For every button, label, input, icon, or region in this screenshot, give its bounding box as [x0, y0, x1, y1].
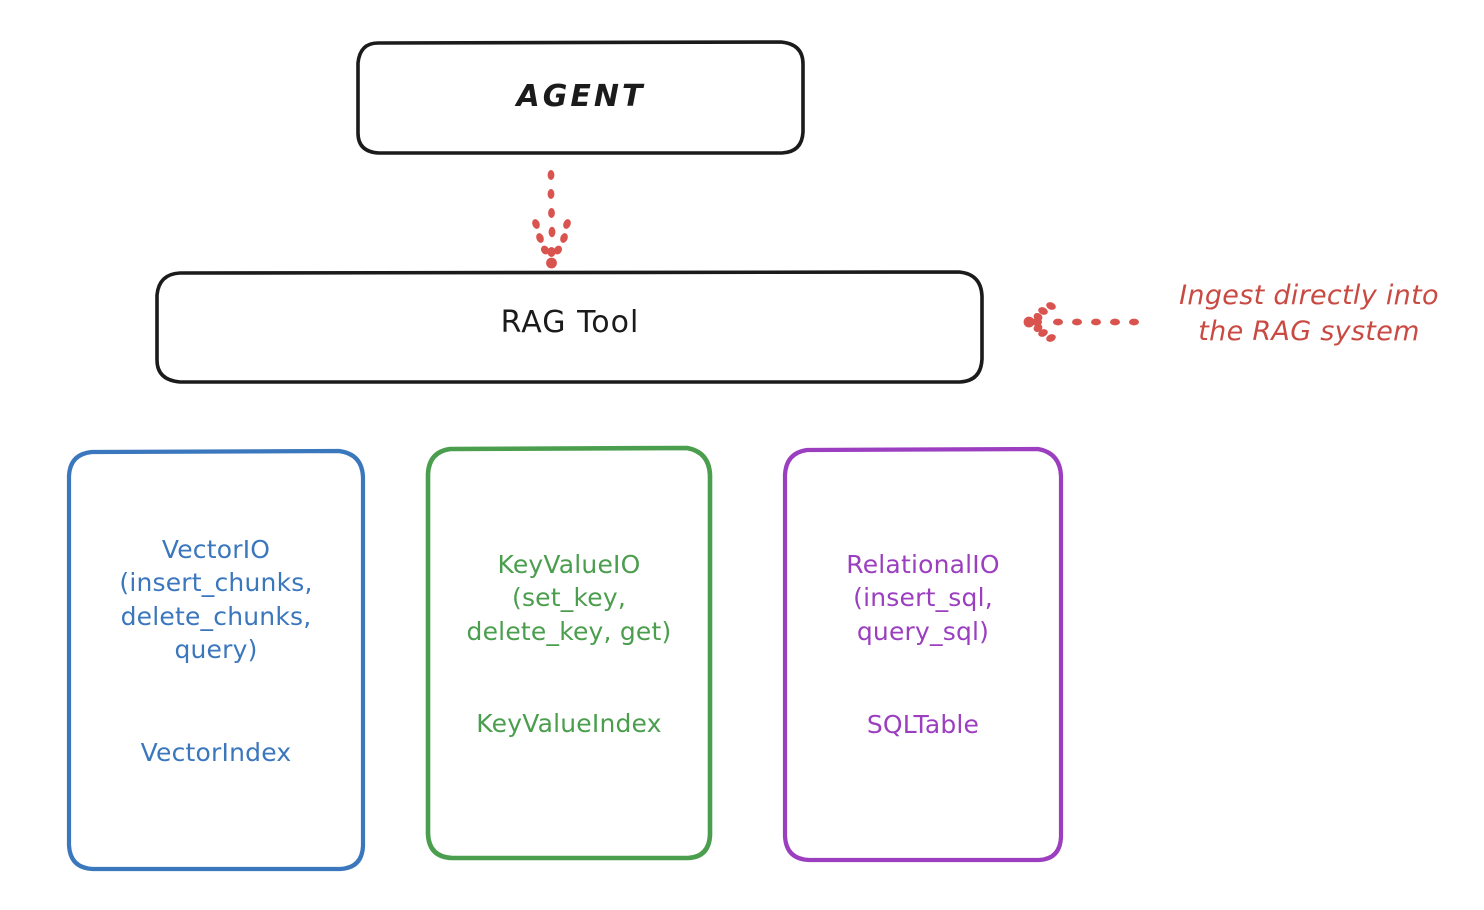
agent-box [356, 40, 805, 155]
rag-tool-label: RAG Tool [500, 305, 640, 340]
vector-store-box [66, 448, 366, 872]
agent-to-ragtool-connector [532, 170, 571, 269]
keyvalue-store-api-label: KeyValueIO (set_key, delete_key, get) [466, 550, 672, 646]
relational-store-node[interactable] [782, 446, 1064, 863]
agent-label: AGENT [516, 79, 646, 114]
relational-store-box [782, 446, 1064, 863]
rag-tool-box [155, 270, 984, 384]
keyvalue-store-index-label: KeyValueIndex [476, 709, 662, 738]
relational-store-api-label: RelationalIO (insert_sql, query_sql) [846, 550, 1000, 646]
note-to-ragtool-connector [1023, 302, 1139, 342]
keyvalue-store-node[interactable] [425, 445, 713, 861]
relational-store-index-label: SQLTable [866, 710, 980, 739]
vector-store-index-label: VectorIndex [140, 738, 292, 767]
vector-store-api-label: VectorIO (insert_chunks, delete_chunks, … [119, 535, 313, 664]
ingest-annotation-text: Ingest directly into the RAG system [1179, 280, 1439, 348]
vector-store-node[interactable] [66, 448, 366, 872]
rag-tool-node[interactable] [155, 270, 984, 384]
keyvalue-store-box [425, 445, 713, 861]
agent-node[interactable] [356, 40, 805, 155]
